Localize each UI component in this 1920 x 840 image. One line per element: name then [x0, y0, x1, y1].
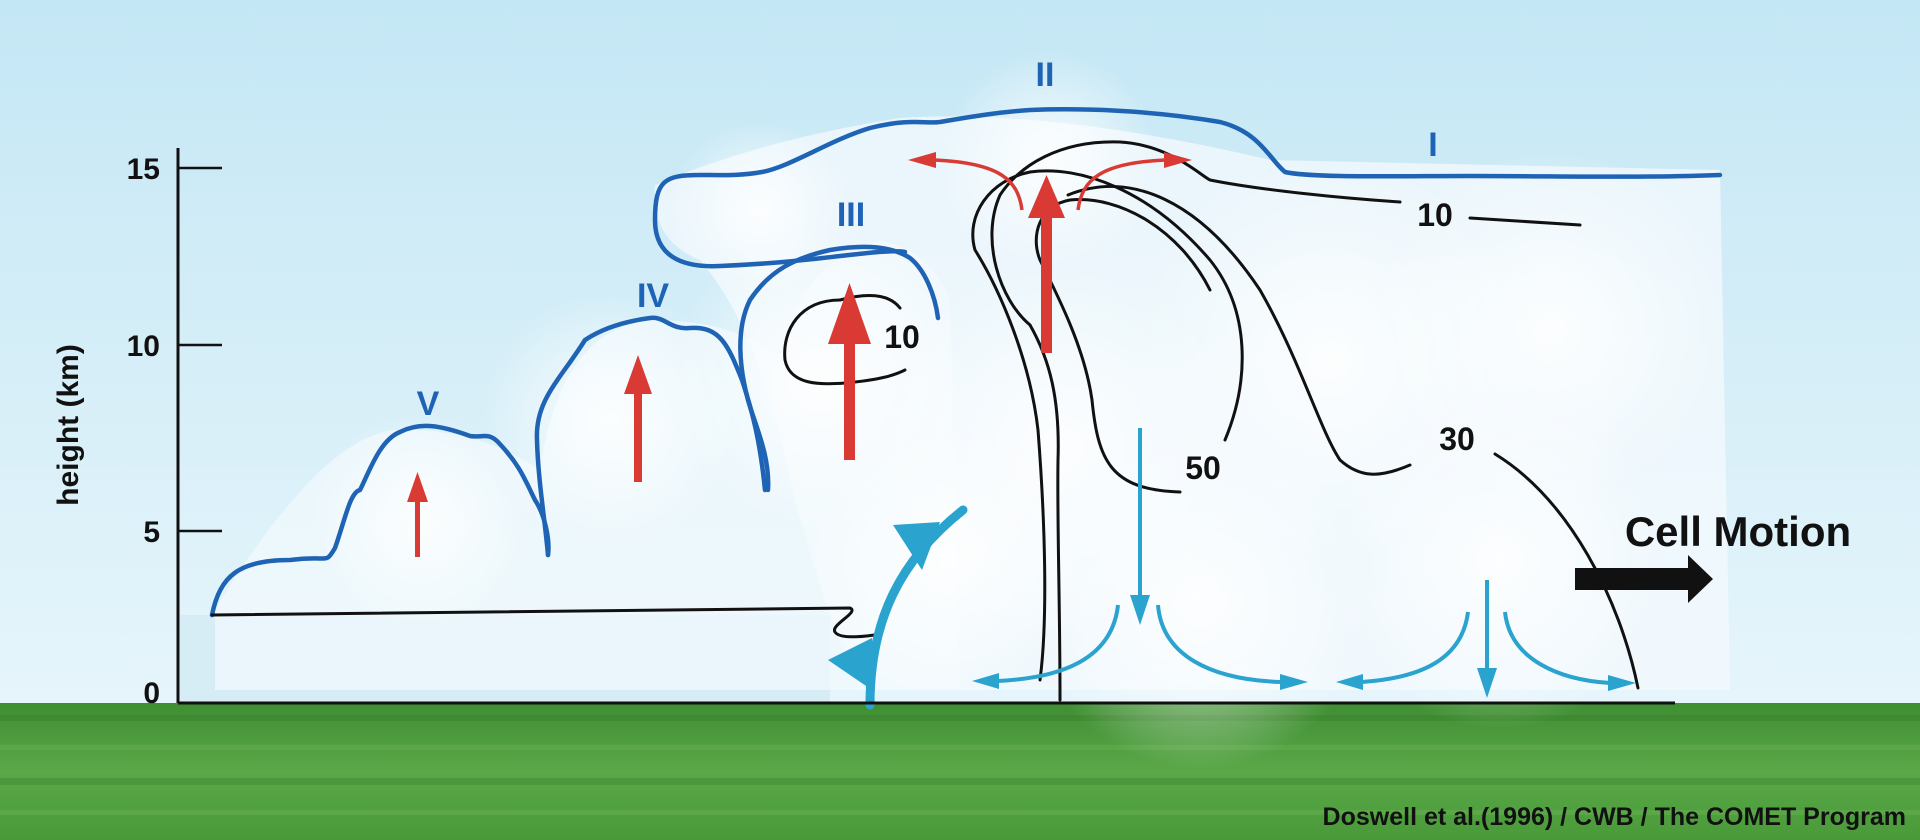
- contour-label-10-anvil: 10: [1417, 197, 1453, 233]
- contour-50: [971, 169, 1244, 682]
- stage-label-i: I: [1428, 126, 1437, 164]
- cloud-outlines: [209, 107, 1723, 618]
- contour-10-cell: [783, 298, 907, 386]
- gust-front: [828, 505, 968, 710]
- outline-cell-v: [209, 423, 551, 618]
- contour-50-tail: [1090, 398, 1182, 494]
- updraft-arrow-iv: [624, 355, 652, 482]
- contour-30: [1028, 323, 1062, 702]
- gust-front-barb-lower: [828, 638, 872, 690]
- outline-cell-iii: [738, 244, 941, 493]
- contour-label-10-cell: 10: [884, 319, 920, 355]
- updraft-arrow-iii: [828, 283, 871, 460]
- cell-motion-arrow-head: [1688, 555, 1713, 603]
- stage-label-v: V: [417, 385, 440, 423]
- outflow-boundary: [210, 606, 882, 639]
- stage-label-iii: III: [837, 196, 865, 234]
- cell-motion-arrow-shaft: [1575, 568, 1693, 590]
- contour-label-50: 50: [1185, 450, 1221, 486]
- credit-line: Doswell et al.(1996) / CWB / The COMET P…: [1323, 803, 1906, 831]
- contour-label-30: 30: [1439, 421, 1475, 457]
- axis-title: height (km): [52, 344, 85, 506]
- ground: [0, 703, 1920, 840]
- tick-label-15: 15: [127, 153, 160, 186]
- tick-label-10: 10: [127, 330, 160, 363]
- downdraft-arrows: [972, 428, 1636, 698]
- stage-label-iv: IV: [637, 277, 669, 315]
- tick-label-0: 0: [143, 677, 160, 710]
- cell-motion-label: Cell Motion: [1625, 508, 1851, 555]
- cell-motion-indicator: Cell Motion: [1575, 508, 1851, 603]
- updraft-arrow-ii: [1028, 175, 1065, 353]
- contour-30-outer: [1066, 185, 1412, 476]
- downdraft-arrow-center: [1130, 428, 1150, 625]
- updraft-divergence-right: [1076, 152, 1192, 211]
- updraft-arrows: [407, 152, 1192, 557]
- updraft-arrow-v: [407, 472, 428, 557]
- tick-label-5: 5: [143, 516, 160, 549]
- outflow-arrow-3: [1336, 611, 1470, 690]
- reflectivity-contours: [210, 140, 1640, 702]
- downdraft-arrow-right: [1477, 580, 1497, 698]
- outflow-arrow-1: [972, 604, 1120, 689]
- outline-anvil: [652, 107, 1723, 269]
- outflow-arrow-2: [1156, 604, 1308, 690]
- outflow-arrow-4: [1503, 611, 1636, 691]
- stage-label-ii: II: [1036, 56, 1055, 94]
- height-axis: 0 5 10 15 height (km): [52, 148, 1675, 710]
- grass-texture: [0, 715, 1920, 815]
- contour-10-anvil-tail: [1468, 216, 1582, 227]
- gust-front-barb-upper: [893, 522, 940, 570]
- contour-10-anvil: [990, 140, 1402, 327]
- contour-30-tail: [1493, 452, 1640, 690]
- updraft-divergence-left: [908, 152, 1024, 211]
